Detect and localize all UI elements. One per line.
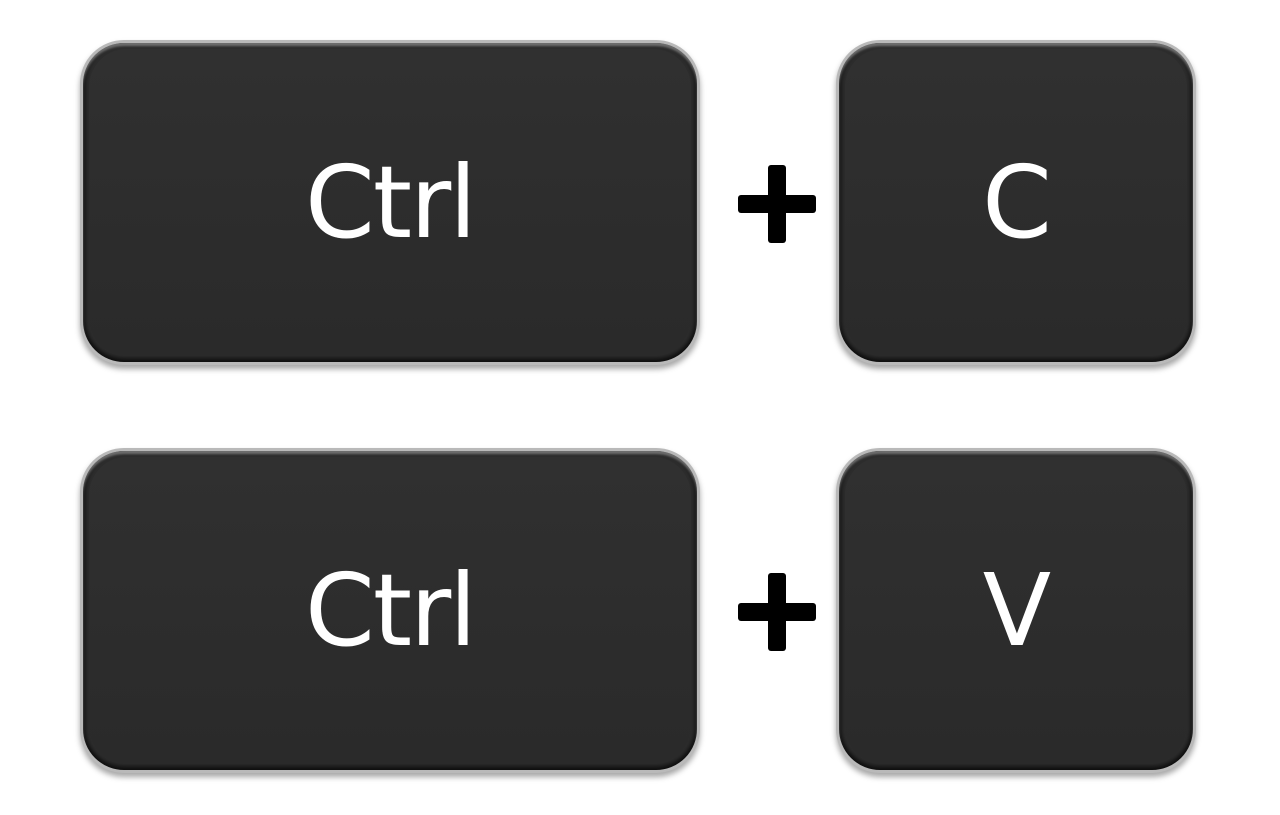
v-key-label: V [982, 551, 1051, 669]
plus-icon [738, 165, 816, 243]
plus-icon [738, 573, 816, 651]
ctrl-key: Ctrl [80, 40, 700, 365]
c-key: C [836, 40, 1196, 365]
ctrl-key-label: Ctrl [305, 143, 477, 261]
c-key-label: C [982, 143, 1052, 261]
ctrl-key-label: Ctrl [305, 551, 477, 669]
ctrl-key: Ctrl [80, 448, 700, 773]
v-key: V [836, 448, 1196, 773]
